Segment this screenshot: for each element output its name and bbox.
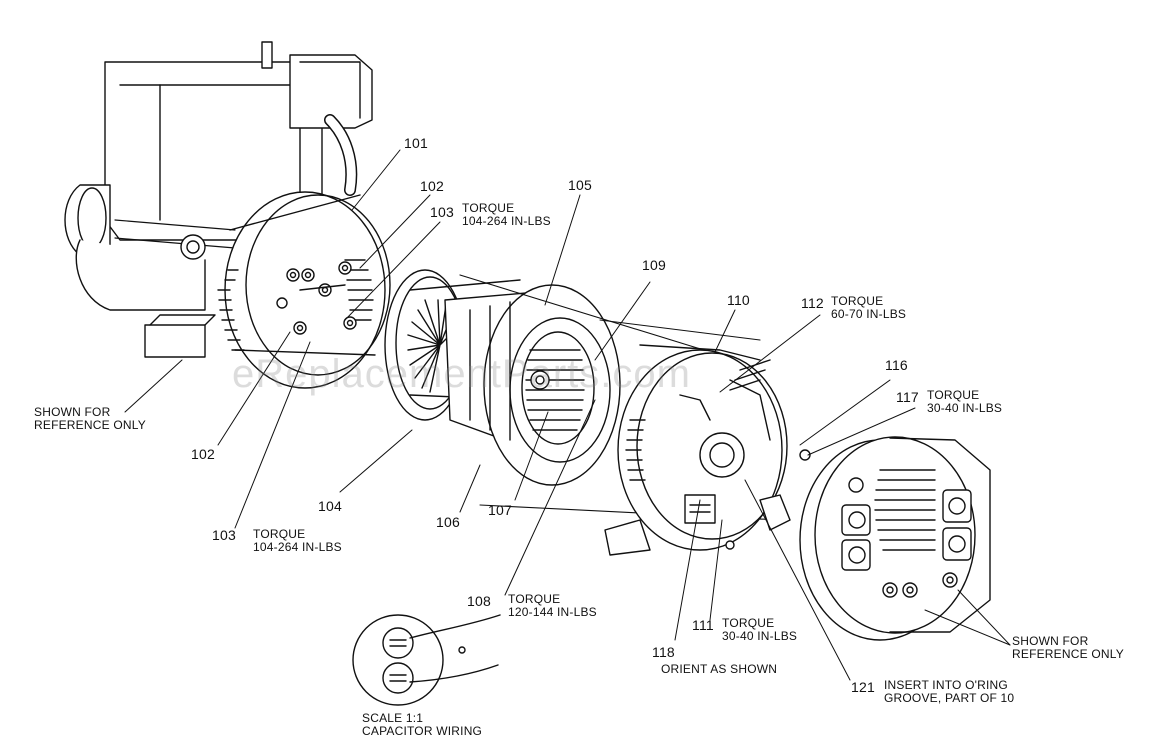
callout-103-top: 103 bbox=[430, 204, 454, 220]
torque-note-111: TORQUE 30-40 IN-LBS bbox=[722, 616, 798, 643]
control-panel-reference bbox=[799, 436, 991, 641]
callout-102-top: 102 bbox=[420, 178, 444, 194]
callout-102-bottom: 102 bbox=[191, 446, 215, 462]
oring-note-121: INSERT INTO O'RING GROOVE, PART OF 10 bbox=[884, 678, 1015, 705]
callout-118: 118 bbox=[652, 644, 675, 660]
rotor-105-107 bbox=[444, 284, 621, 486]
callout-112: 112 bbox=[801, 295, 824, 311]
stator-housing-101 bbox=[217, 191, 391, 389]
torque-note-117: TORQUE 30-40 IN-LBS bbox=[927, 388, 1003, 415]
callout-108: 108 bbox=[467, 593, 491, 609]
callout-121: 121 bbox=[851, 679, 875, 695]
callout-116: 116 bbox=[885, 357, 908, 373]
callout-103-bottom: 103 bbox=[212, 527, 236, 543]
callout-111: 111 bbox=[692, 617, 714, 633]
capacitor-wiring-detail bbox=[352, 614, 501, 706]
leader-lines bbox=[124, 149, 1011, 681]
capacitor-wiring-note: SCALE 1:1 CAPACITOR WIRING bbox=[362, 711, 483, 738]
torque-note-103-top: TORQUE 104-264 IN-LBS bbox=[462, 201, 551, 228]
torque-note-112: TORQUE 60-70 IN-LBS bbox=[831, 294, 907, 321]
callout-106: 106 bbox=[436, 514, 460, 530]
callout-110: 110 bbox=[727, 292, 750, 308]
reference-note-left: SHOWN FOR REFERENCE ONLY bbox=[34, 405, 146, 432]
torque-note-103-bottom: TORQUE 104-264 IN-LBS bbox=[253, 527, 342, 554]
callout-105: 105 bbox=[568, 177, 592, 193]
callout-104: 104 bbox=[318, 498, 342, 514]
callout-101: 101 bbox=[404, 135, 428, 151]
callout-107: 107 bbox=[488, 502, 512, 518]
callout-117: 117 bbox=[896, 389, 919, 405]
callout-109: 109 bbox=[642, 257, 666, 273]
watermark-text: eReplacementParts.com bbox=[232, 352, 691, 396]
torque-note-108: TORQUE 120-144 IN-LBS bbox=[508, 592, 597, 619]
orient-note-118: ORIENT AS SHOWN bbox=[661, 662, 778, 676]
engine-reference-drawing bbox=[64, 41, 373, 358]
reference-note-right: SHOWN FOR REFERENCE ONLY bbox=[1012, 634, 1124, 661]
